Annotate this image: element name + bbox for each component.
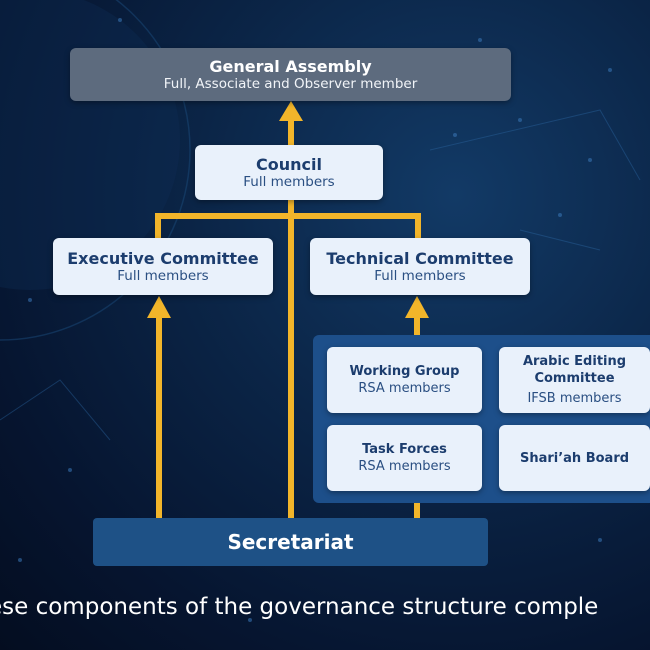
arrow-up-icon <box>405 296 429 318</box>
secretariat-box: Secretariat <box>93 518 488 566</box>
task-forces-box: Task Forces RSA members <box>327 425 482 491</box>
arrow-up-icon <box>279 101 303 121</box>
shariah-board-box: Shari’ah Board <box>499 425 650 491</box>
task-forces-title: Task Forces <box>362 442 447 457</box>
working-group-title: Working Group <box>349 364 460 379</box>
caption-text: ese components of the governance structu… <box>0 594 599 620</box>
general-assembly-title: General Assembly <box>209 56 372 76</box>
general-assembly-subtitle: Full, Associate and Observer member <box>163 75 418 92</box>
connector-secretariat-to-executive <box>156 315 162 518</box>
arrow-up-icon <box>147 296 171 318</box>
arabic-editing-committee-box: Arabic Editing Committee IFSB members <box>499 347 650 413</box>
council-box: Council Full members <box>195 145 383 200</box>
council-subtitle: Full members <box>243 173 335 190</box>
arabic-editing-committee-subtitle: IFSB members <box>527 391 622 406</box>
technical-committee-subtitle: Full members <box>374 267 466 284</box>
technical-committee-box: Technical Committee Full members <box>310 238 530 295</box>
general-assembly-box: General Assembly Full, Associate and Obs… <box>70 48 511 101</box>
working-group-box: Working Group RSA members <box>327 347 482 413</box>
connector-horizontal-bar <box>155 213 421 219</box>
connector-secretariat-to-panel <box>414 503 420 518</box>
connector-council-to-ga <box>288 118 294 146</box>
task-forces-subtitle: RSA members <box>358 459 451 474</box>
council-title: Council <box>256 154 322 174</box>
arabic-editing-committee-title-line1: Arabic Editing <box>522 354 627 369</box>
shariah-board-title: Shari’ah Board <box>519 450 630 466</box>
connector-panel-to-technical <box>414 318 420 335</box>
technical-committee-title: Technical Committee <box>326 248 514 268</box>
secretariat-title: Secretariat <box>227 530 354 554</box>
subtitle-caption: ese components of the governance structu… <box>0 590 650 630</box>
executive-committee-title: Executive Committee <box>67 248 259 268</box>
working-group-subtitle: RSA members <box>358 381 451 396</box>
executive-committee-box: Executive Committee Full members <box>53 238 273 295</box>
arabic-editing-committee-title-line2: Committee <box>534 371 615 386</box>
connector-central-trunk <box>288 198 294 518</box>
executive-committee-subtitle: Full members <box>117 267 209 284</box>
connector-left-drop <box>155 213 161 239</box>
connector-right-drop <box>415 213 421 239</box>
